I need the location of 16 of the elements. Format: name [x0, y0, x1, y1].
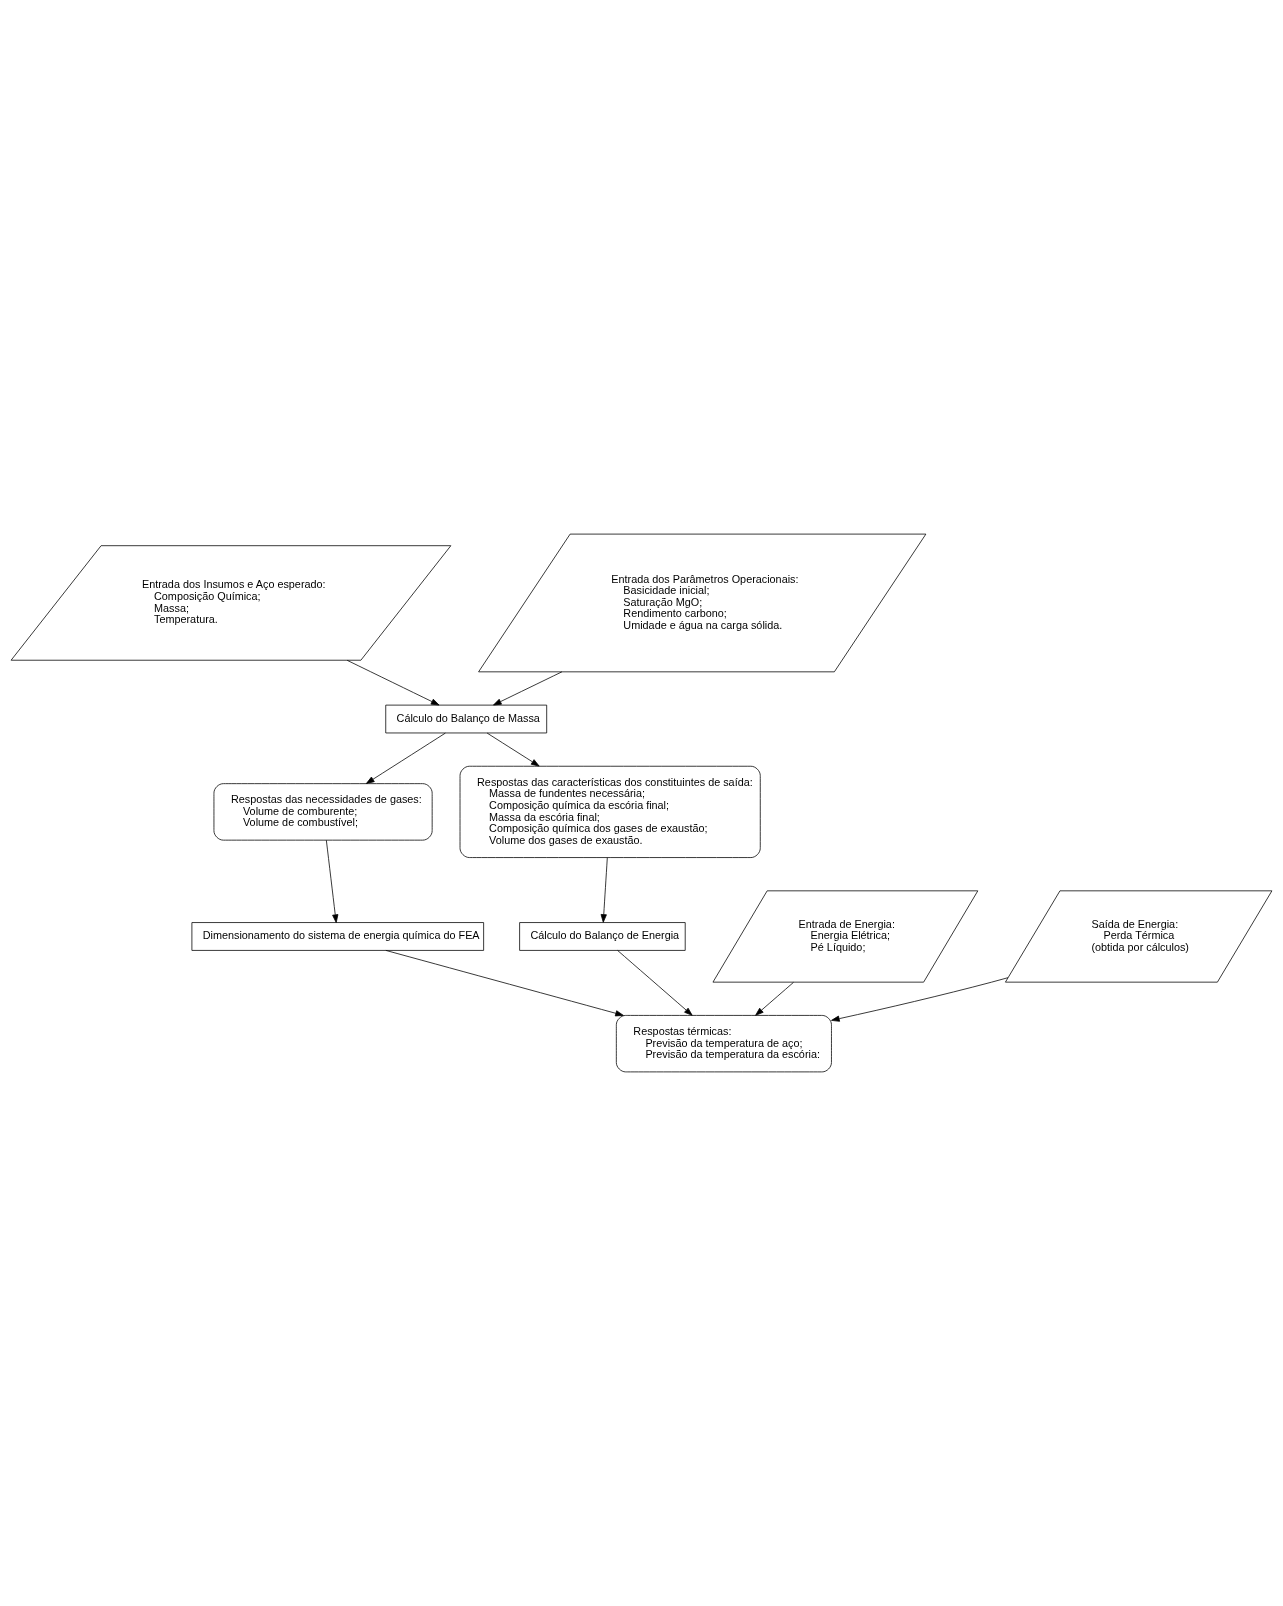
- node-box: Cálculo do Balanço de Massa: [385, 704, 548, 734]
- arrow: [385, 950, 624, 1017]
- node-box: Respostas das características dos constituintes de saída: Massa de fundentes necessária; Composição química da escória final; Massa da escória final; Composição química dos gases de exaustão; Volume dos gases de exaustão.: [459, 765, 761, 858]
- node-box: Respostas térmicas: Previsão da temperatura de aço; Previsão da temperatura da escória:: [615, 1015, 832, 1073]
- arrow: [325, 839, 339, 923]
- arrow: [617, 950, 693, 1016]
- arrow: [600, 857, 608, 923]
- node-box: Cálculo do Balanço de Energia: [519, 922, 686, 951]
- node-box: Dimensionamento do sistema de energia química do FEA: [191, 922, 484, 951]
- arrow: [755, 981, 794, 1016]
- arrow: [831, 977, 1009, 1022]
- node-box: Respostas das necessidades de gases: Volume de comburente; Volume de combustível;: [213, 783, 433, 841]
- arrow: [486, 732, 540, 767]
- arrow: [346, 659, 440, 706]
- arrow: [365, 732, 446, 784]
- arrow: [493, 671, 563, 706]
